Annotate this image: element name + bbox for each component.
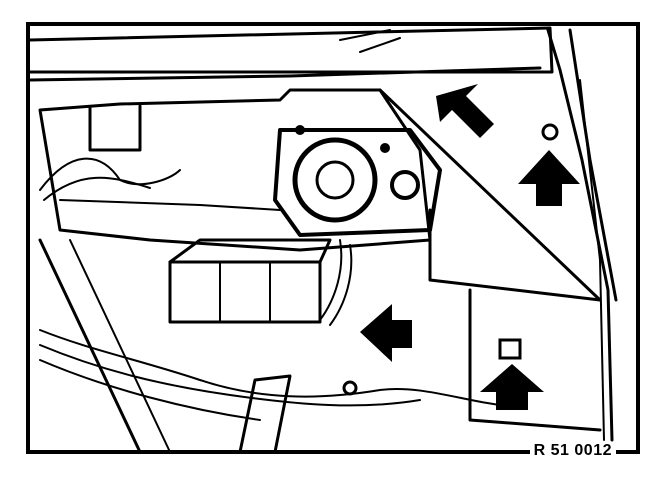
door-edge bbox=[579, 79, 605, 441]
diagonal-panel-edge bbox=[378, 88, 602, 302]
control-unit-top bbox=[168, 238, 332, 264]
wire-bundle-lower-3 bbox=[39, 359, 261, 421]
wire-harness-top-2 bbox=[43, 176, 151, 201]
arrow-down-right-icon bbox=[436, 84, 494, 138]
speaker-center bbox=[315, 160, 355, 200]
speaker-cable-2 bbox=[329, 244, 353, 326]
connector-block bbox=[88, 104, 142, 152]
upper-rail-line bbox=[28, 66, 542, 82]
screw-top-right bbox=[380, 143, 390, 153]
arrow-left-icon bbox=[360, 304, 412, 362]
control-unit-box bbox=[168, 260, 322, 324]
left-structure-edge bbox=[38, 238, 142, 454]
left-structure-edge-2 bbox=[69, 239, 171, 453]
door-pillar-outer bbox=[546, 28, 614, 442]
speaker-cable bbox=[319, 239, 343, 321]
speaker-plate bbox=[273, 128, 442, 237]
tool-handle bbox=[238, 374, 292, 454]
door-pillar-inner bbox=[568, 28, 618, 302]
fixing-point-upper bbox=[541, 123, 559, 141]
housing-rib bbox=[59, 199, 281, 211]
window-frame-line bbox=[28, 26, 554, 74]
arrow-down-icon bbox=[518, 150, 580, 206]
reference-code: R 51 0012 bbox=[529, 442, 616, 460]
wire-bundle-lower bbox=[39, 329, 501, 406]
glass-hatching bbox=[339, 29, 401, 53]
wire-bundle-lower-2 bbox=[39, 344, 421, 407]
screw-top-left bbox=[295, 125, 305, 135]
control-unit-seams bbox=[219, 261, 271, 323]
arrow-up-icon bbox=[480, 364, 544, 410]
bottom-panel-edge bbox=[468, 288, 602, 432]
module-housing bbox=[38, 88, 432, 252]
fixing-point-lower bbox=[342, 380, 358, 396]
clip-opening bbox=[498, 338, 522, 360]
mounting-hole bbox=[390, 170, 420, 200]
